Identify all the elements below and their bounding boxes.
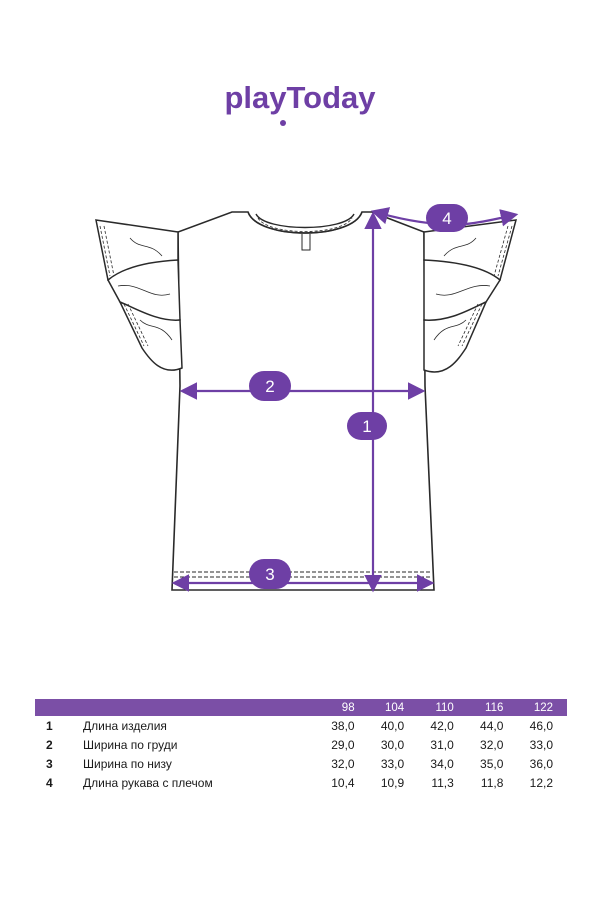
row-value: 34,0	[430, 756, 454, 771]
row-value: 33,0	[380, 756, 405, 771]
logo-dot	[280, 120, 286, 126]
row-value: 32,0	[480, 737, 504, 752]
neckline-stitch	[257, 217, 353, 232]
row-value: 10,9	[380, 775, 405, 790]
row-label: Ширина по груди	[83, 737, 178, 752]
row-value: 12,2	[529, 775, 553, 790]
measurement-2-chest: 2	[179, 371, 426, 401]
brand-logo: playToday	[0, 78, 600, 126]
neckline-rib	[247, 211, 363, 234]
row-number: 2	[46, 737, 53, 752]
size-header: 122	[533, 701, 553, 714]
row-number: 3	[46, 756, 53, 771]
row-value: 38,0	[331, 718, 355, 733]
size-table: 98 104 110 116 122 1 Длина изделия 38,0 …	[35, 699, 567, 792]
row-value: 11,3	[431, 775, 454, 790]
table-row: 3 Ширина по низу 32,0 33,0 34,0 35,0 36,…	[35, 754, 567, 773]
table-row: 4 Длина рукава с плечом 10,4 10,9 11,3 1…	[35, 773, 567, 792]
row-value: 36,0	[529, 756, 553, 771]
row-label: Длина рукава с плечом	[83, 775, 213, 790]
row-value: 11,8	[480, 775, 504, 790]
row-value: 42,0	[430, 718, 454, 733]
row-value: 31,0	[430, 737, 454, 752]
row-value: 40,0	[380, 718, 405, 733]
size-header: 104	[385, 701, 405, 714]
row-value: 30,0	[380, 737, 405, 752]
size-header: 116	[485, 701, 504, 714]
size-header: 110	[435, 701, 454, 714]
row-value: 33,0	[529, 737, 553, 752]
row-label: Длина изделия	[83, 718, 167, 733]
size-header: 98	[341, 701, 355, 714]
row-value: 35,0	[480, 756, 504, 771]
marker-2-label: 2	[265, 377, 274, 396]
logo-text: playToday	[224, 80, 376, 115]
row-value: 32,0	[331, 756, 355, 771]
row-number: 4	[46, 775, 53, 790]
row-value: 10,4	[331, 775, 355, 790]
logo-graphic: playToday	[224, 80, 376, 126]
measurement-diagram: 1 2 3 4	[0, 190, 600, 610]
measurement-4-sleeve: 4	[370, 204, 519, 232]
row-label: Ширина по низу	[83, 756, 172, 771]
table-row: 2 Ширина по груди 29,0 30,0 31,0 32,0 33…	[35, 735, 567, 754]
center-placket	[301, 234, 311, 251]
table-row: 1 Длина изделия 38,0 40,0 42,0 44,0 46,0	[35, 716, 567, 735]
row-value: 44,0	[480, 718, 504, 733]
marker-1-label: 1	[362, 417, 371, 436]
marker-3-label: 3	[265, 565, 274, 584]
size-chart: 98 104 110 116 122 1 Длина изделия 38,0 …	[35, 699, 567, 792]
size-header-row: 98 104 110 116 122	[35, 699, 567, 716]
tshirt-sketch: 1 2 3 4	[95, 204, 519, 593]
left-ruffle-sleeve	[95, 219, 183, 371]
marker-4-label: 4	[442, 209, 451, 228]
measurement-3-hem: 3	[171, 559, 435, 592]
header-blank-num	[35, 699, 83, 716]
tshirt-body-outline	[171, 211, 435, 591]
row-number: 1	[46, 718, 53, 733]
header-blank-label	[83, 699, 319, 716]
row-value: 46,0	[529, 718, 553, 733]
right-ruffle-sleeve	[423, 219, 518, 373]
row-value: 29,0	[331, 737, 355, 752]
measurement-1-length: 1	[347, 211, 387, 593]
